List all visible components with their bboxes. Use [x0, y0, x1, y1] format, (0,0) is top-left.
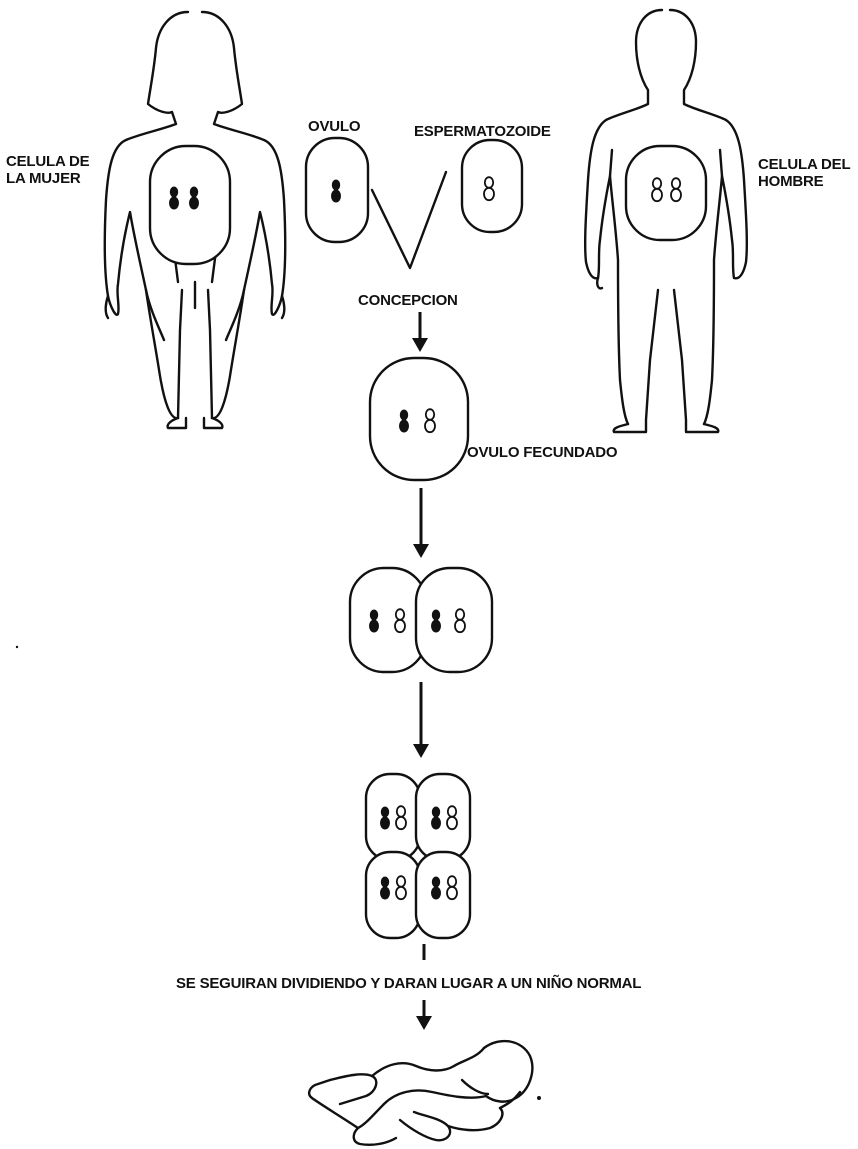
conception-lines	[372, 172, 446, 268]
sperm-label: ESPERMATOZOIDE	[414, 123, 551, 140]
conception-label: CONCEPCION	[358, 292, 458, 309]
man-figure	[585, 10, 747, 432]
arrow-4	[416, 1000, 432, 1030]
man-cell-label-line2: HOMBRE	[758, 173, 850, 190]
woman-figure	[105, 12, 286, 428]
baby-figure	[309, 1041, 532, 1145]
four-cell-stage	[366, 774, 470, 938]
arrow-1	[412, 312, 428, 352]
stray-dot	[537, 1096, 541, 1100]
ovum-cell	[306, 138, 368, 242]
arrow-2	[413, 488, 429, 558]
stray-dot	[16, 646, 18, 648]
woman-cell-label-line1: CELULA DE	[6, 153, 89, 170]
fertilized-ovum-cell	[370, 358, 468, 480]
caption: SE SEGUIRAN DIVIDIENDO Y DARAN LUGAR A U…	[176, 975, 641, 992]
woman-cell-label: CELULA DE LA MUJER	[6, 153, 89, 187]
ovum-label: OVULO	[308, 118, 360, 135]
man-cell-label-line1: CELULA DEL	[758, 156, 850, 173]
two-cell-stage	[350, 568, 492, 672]
arrow-3	[413, 682, 429, 758]
woman-cell-label-line2: LA MUJER	[6, 170, 89, 187]
fertilized-ovum-label: OVULO FECUNDADO	[467, 444, 617, 461]
sperm-cell	[462, 140, 522, 232]
man-cell-label: CELULA DEL HOMBRE	[758, 156, 850, 190]
